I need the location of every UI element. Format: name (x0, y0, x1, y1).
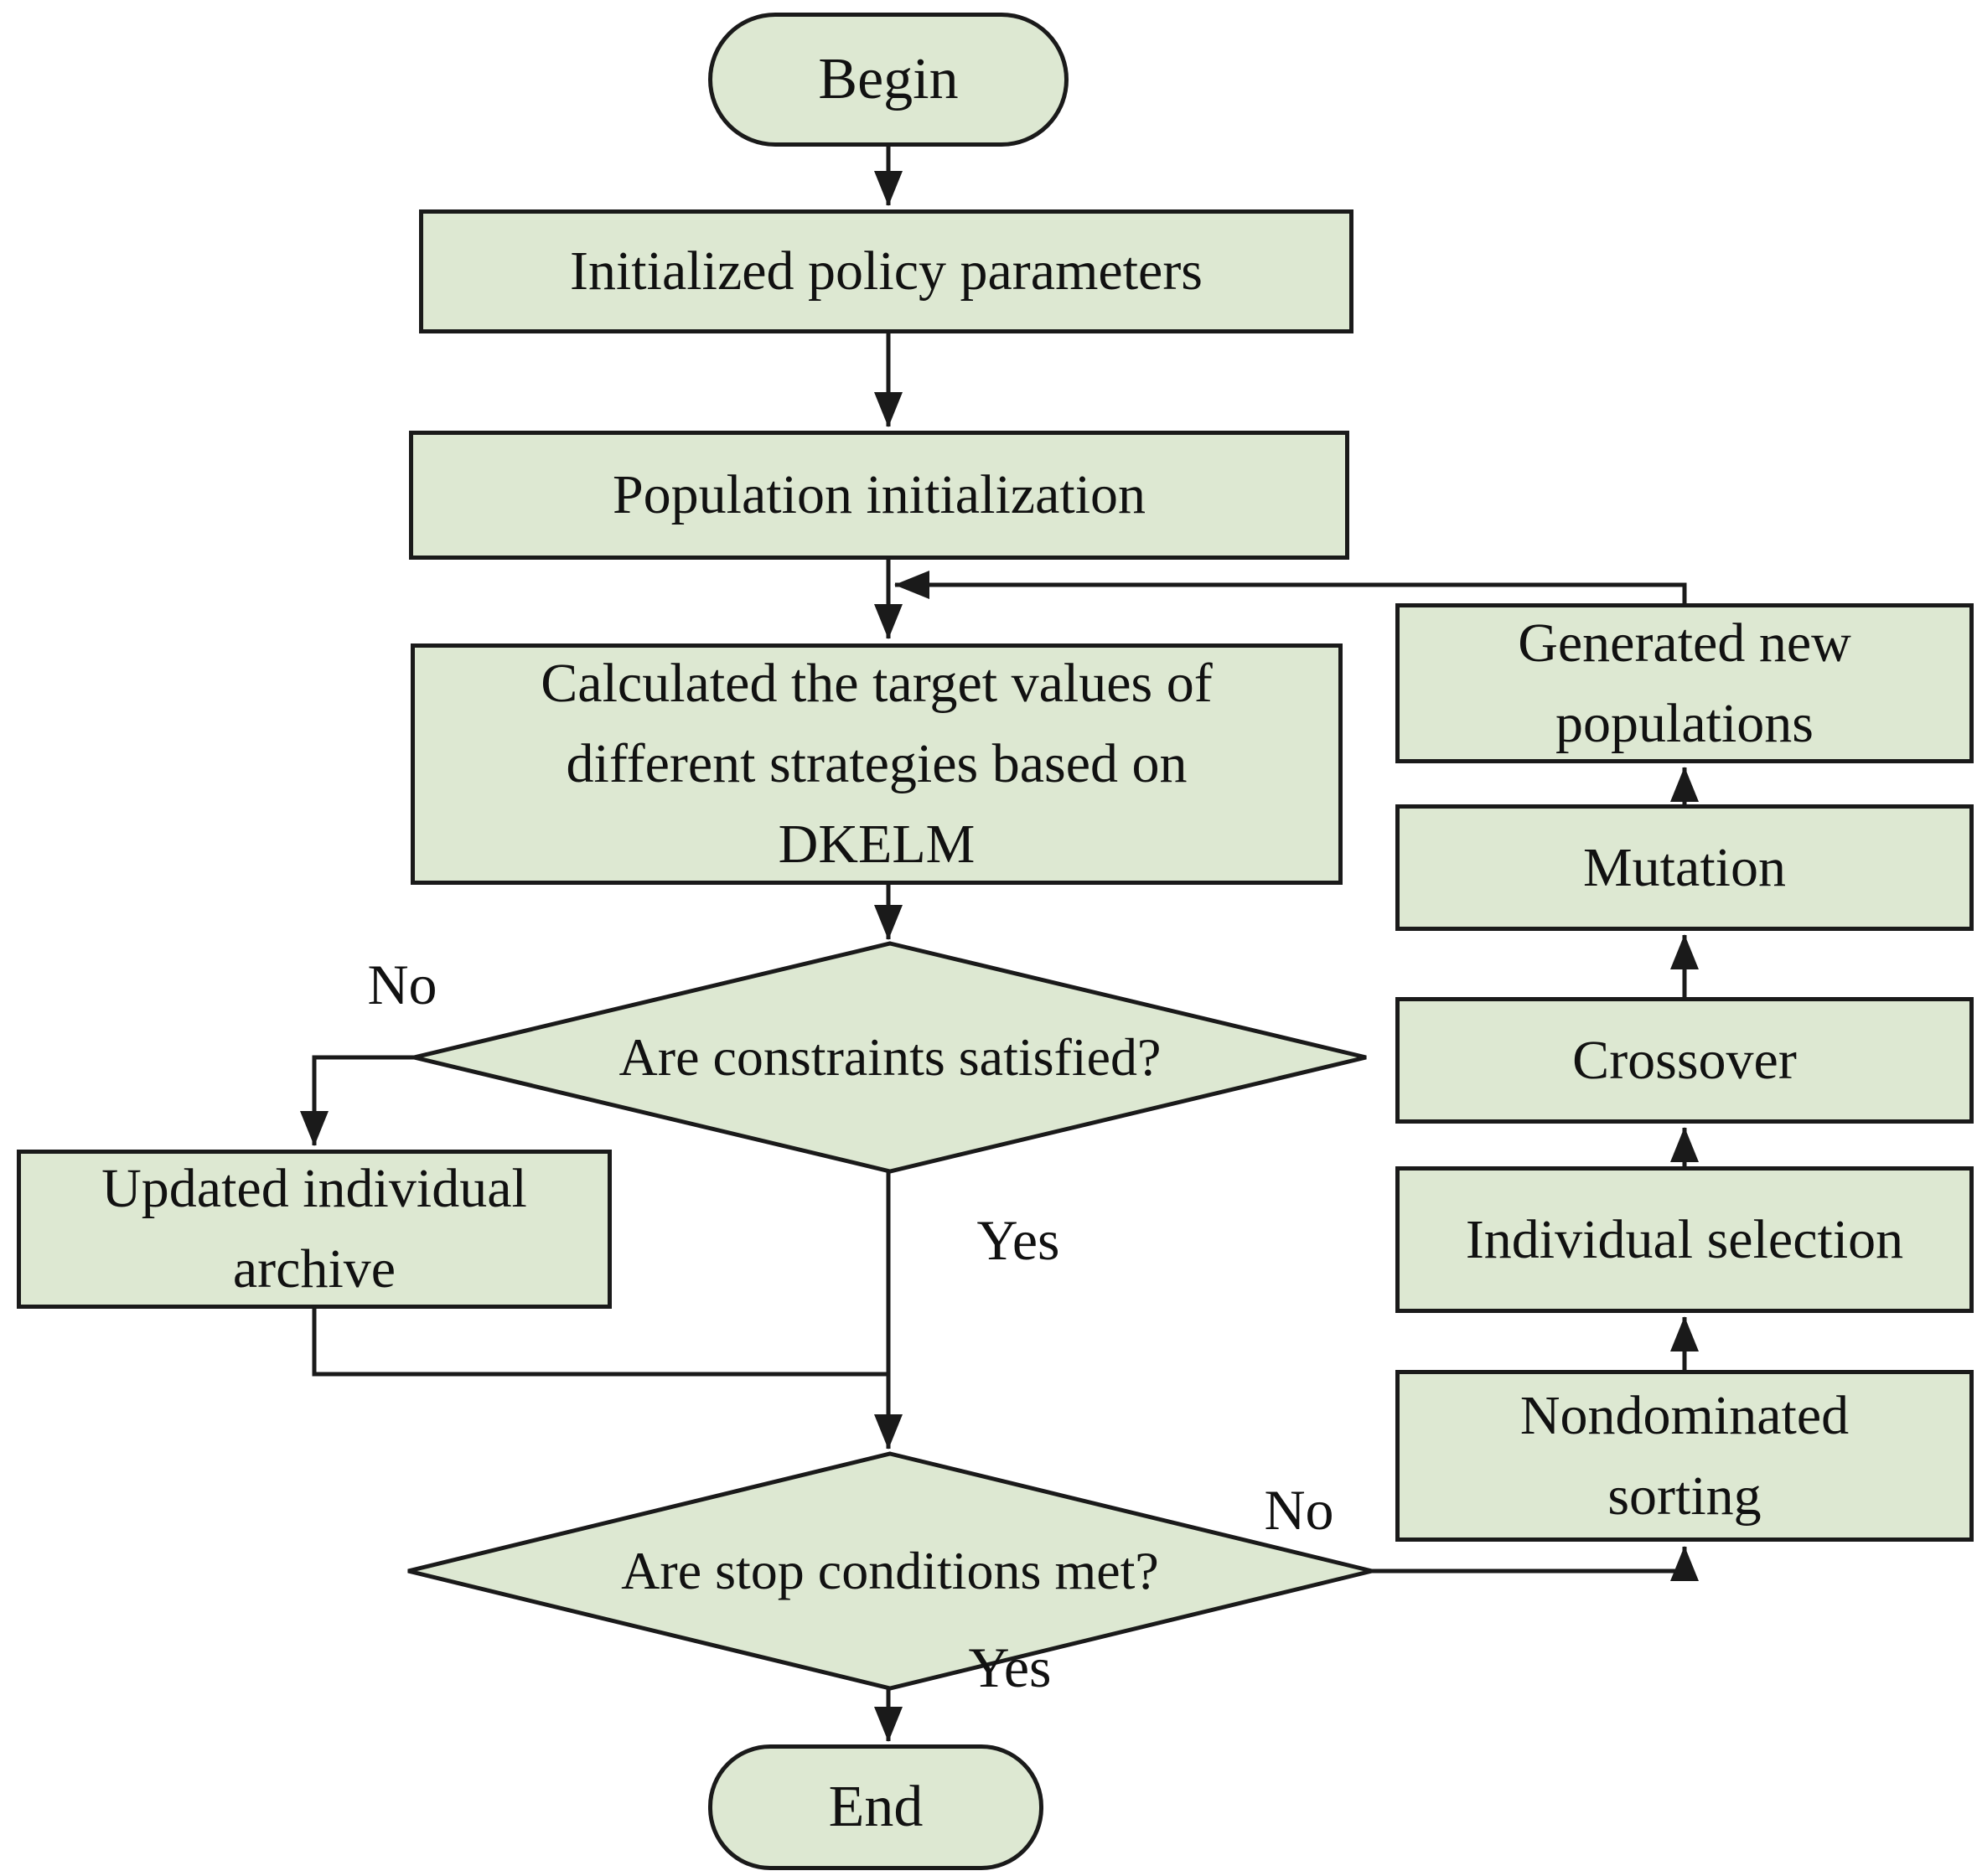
process-updated-individual-archive: Updated individual archive (17, 1150, 612, 1309)
process-calculated-line1: Calculated the target values of (541, 653, 1213, 715)
label-stop-no: No (1264, 1477, 1334, 1542)
edge-gennewpop-feedback-to-mainline (894, 571, 1687, 603)
label-stop-yes: Yes (968, 1635, 1052, 1699)
edge-archive-to-mainline (312, 1309, 888, 1377)
process-nondominated-line2: sorting (1607, 1465, 1762, 1527)
process-initialized-policy-parameters: Initialized policy parameters (419, 209, 1353, 333)
decision-stop-shape (407, 1451, 1373, 1691)
terminator-begin: Begin (708, 13, 1069, 147)
process-mutation: Mutation (1395, 804, 1974, 931)
process-crossover: Crossover (1395, 997, 1974, 1124)
process-calculated-line3: DKELM (778, 813, 976, 875)
edge-constraints-no-to-archive (300, 1055, 414, 1146)
process-calculated-line2: different strategies based on (566, 733, 1188, 795)
label-constraints-yes: Yes (976, 1207, 1060, 1272)
terminator-end: End (708, 1744, 1043, 1870)
decision-constraints-shape (413, 941, 1367, 1174)
edge-stop-no-to-nondominated (1372, 1546, 1699, 1581)
decision-stop-label: Are stop conditions met? (621, 1541, 1159, 1601)
process-nondominated-line1: Nondominated (1519, 1384, 1850, 1446)
process-archive-line1: Updated individual (101, 1158, 527, 1220)
process-gennewpop-line2: populations (1555, 692, 1814, 754)
process-gennewpop-line1: Generated new (1518, 612, 1851, 674)
process-individual-selection: Individual selection (1395, 1166, 1974, 1313)
process-population-initialization: Population initialization (409, 431, 1349, 560)
process-nondominated-sorting: Nondominated sorting (1395, 1370, 1974, 1542)
process-archive-line2: archive (232, 1238, 396, 1300)
process-calculated-target-values: Calculated the target values of differen… (411, 643, 1343, 885)
process-generated-new-populations: Generated new populations (1395, 603, 1974, 763)
label-constraints-no: No (367, 952, 437, 1016)
decision-constraints-label: Are constraints satisfied? (618, 1027, 1162, 1088)
